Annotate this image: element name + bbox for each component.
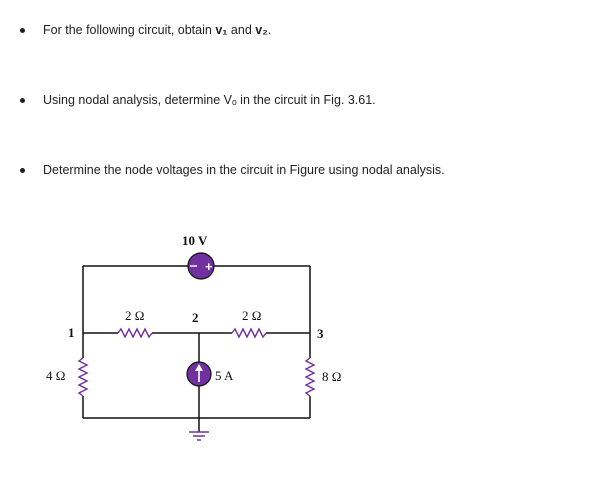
voltage-source-10v: + <box>187 252 215 280</box>
r-left-top-label: 2 Ω <box>125 308 144 323</box>
resistor-4ohm <box>77 357 89 397</box>
current-source-label: 5 A <box>215 368 234 383</box>
bullet-text-3: Determine the node voltages in the circu… <box>43 163 445 177</box>
r-right-vertical-label: 8 Ω <box>322 369 341 384</box>
plus-sign-icon: + <box>205 259 213 274</box>
resistor-8ohm <box>304 357 316 397</box>
resistors <box>77 327 316 397</box>
bullet-dot <box>20 97 25 103</box>
bullet-text-1: For the following circuit, obtain v₁ and… <box>43 23 272 37</box>
node-1-label: 1 <box>68 325 75 340</box>
resistor-2ohm-right <box>231 327 267 339</box>
current-source-5a <box>186 361 212 387</box>
r-right-top-label: 2 Ω <box>242 308 261 323</box>
bullet-item-1: For the following circuit, obtain v₁ and… <box>20 20 271 40</box>
bullet-dot <box>20 27 25 33</box>
node-2-label: 2 <box>192 310 199 325</box>
voltage-source-circle <box>187 252 215 280</box>
v2-symbol: v₂ <box>255 23 268 37</box>
arrowhead-up-icon <box>195 364 203 371</box>
circuit-wires <box>82 265 311 432</box>
voltage-source-label: 10 V <box>182 233 208 248</box>
node-3-label: 3 <box>317 326 324 341</box>
r-left-vertical-label: 4 Ω <box>46 368 65 383</box>
bullet-item-3: Determine the node voltages in the circu… <box>20 160 445 180</box>
bullet-item-2: Using nodal analysis, determine Vₒ in th… <box>20 90 376 110</box>
v1-symbol: v₁ <box>215 23 228 37</box>
bullet-dot <box>20 167 25 173</box>
ground-icon <box>189 431 209 441</box>
bullet-text-2: Using nodal analysis, determine Vₒ in th… <box>43 93 376 107</box>
resistor-2ohm-left <box>117 327 153 339</box>
